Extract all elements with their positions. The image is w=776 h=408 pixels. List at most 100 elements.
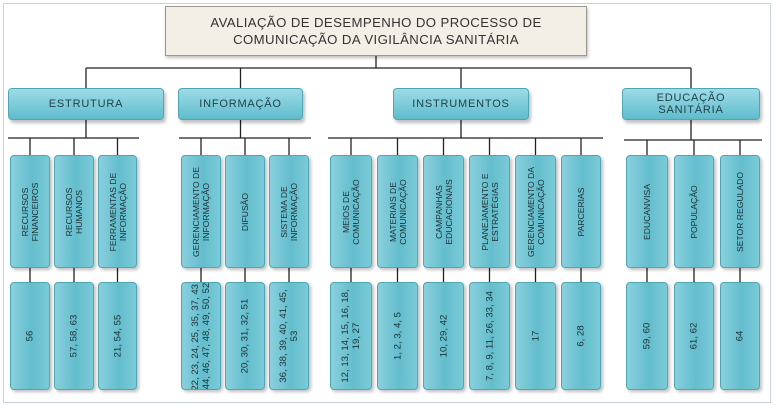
reference-numbers-line: 53 bbox=[289, 330, 300, 342]
subcategory-label-line: FERRAMENTAS DE bbox=[107, 172, 118, 251]
reference-numbers-line: 17 bbox=[530, 330, 541, 342]
category-label: INSTRUMENTOS bbox=[412, 98, 509, 110]
reference-numbers: 56 bbox=[25, 331, 36, 342]
subcategory-label-line: INFORMAÇÃO bbox=[201, 182, 211, 241]
subcategory-box: DIFUSÃO bbox=[225, 155, 265, 268]
reference-box: 56 bbox=[10, 282, 50, 390]
category-label: ESTRUTURA bbox=[49, 98, 123, 110]
category-informao: INFORMAÇÃO bbox=[178, 88, 303, 120]
diagram-title: AVALIAÇÃO DE DESEMPENHO DO PROCESSO DE C… bbox=[165, 6, 587, 56]
subcategory-label: EDUCANVISA bbox=[642, 184, 652, 240]
reference-numbers-line: 64 bbox=[734, 330, 746, 342]
category-label-line: INFORMAÇÃO bbox=[199, 98, 282, 110]
subcategory-label-line: COMUNICAÇÃO bbox=[351, 178, 361, 245]
subcategory-label-line: CAMPANHAS bbox=[433, 184, 444, 239]
subcategory-label-line: RECURSOS bbox=[64, 187, 74, 236]
reference-numbers-line: 6, 28 bbox=[575, 325, 587, 347]
subcategory-label-line: SISTEMA DE bbox=[279, 185, 289, 238]
reference-numbers: 57, 58, 63 bbox=[69, 315, 80, 358]
title-line-2: COMUNICAÇÃO DA VIGILÂNCIA SANITÁRIA bbox=[233, 32, 519, 47]
subcategory-label-line: EDUCACIONAIS bbox=[443, 178, 454, 245]
reference-box: 10, 29, 42 bbox=[423, 282, 464, 390]
reference-numbers-line: 22, 23, 24, 25, 35, 37, 43, bbox=[190, 282, 201, 390]
reference-box: 36, 38, 39, 40, 41, 45,53 bbox=[269, 282, 309, 390]
reference-numbers: 64 bbox=[735, 331, 746, 342]
subcategory-label-line: COMUNICAÇÃO bbox=[535, 178, 546, 245]
subcategory-label-line: INFORMAÇÃO bbox=[117, 182, 128, 241]
subcategory-label: DIFUSÃO bbox=[240, 192, 250, 230]
subcategory-label-line: COMUNICAÇÃO bbox=[397, 178, 408, 245]
subcategory-label-line: FINANCEIROS bbox=[30, 182, 40, 241]
subcategory-label-line: HUMANOS bbox=[74, 189, 84, 234]
reference-box: 1, 2, 3, 4, 5 bbox=[377, 282, 418, 390]
subcategory-label-line: POPULAÇÃO bbox=[689, 184, 699, 239]
subcategory-label-line: DIFUSÃO bbox=[240, 192, 250, 231]
subcategory-label-line: ESTRATÉGIAS bbox=[489, 181, 500, 242]
subcategory-label-line: SETOR REGULADO bbox=[735, 171, 745, 252]
reference-numbers-line: 57, 58, 63 bbox=[68, 314, 80, 358]
reference-numbers: 7, 8, 9, 11, 26, 33, 34 bbox=[484, 291, 495, 381]
category-label-line: SANITÁRIA bbox=[658, 104, 724, 116]
reference-box: 21, 54, 55 bbox=[98, 282, 137, 390]
reference-numbers-line: 12, 13, 14, 15, 16, 18, bbox=[340, 289, 351, 383]
subcategory-label: POPULAÇÃO bbox=[689, 185, 699, 239]
category-estrutura: ESTRUTURA bbox=[8, 88, 164, 120]
subcategory-box: PARCERIAS bbox=[561, 155, 601, 268]
reference-numbers: 10, 29, 42 bbox=[438, 315, 449, 358]
subcategory-label: PARCERIAS bbox=[576, 187, 586, 236]
category-label-line: INSTRUMENTOS bbox=[412, 98, 510, 110]
category-label-line: ESTRUTURA bbox=[48, 98, 124, 110]
subcategory-label-line: INFORMAÇÃO bbox=[289, 182, 299, 241]
reference-box: 59, 60 bbox=[626, 282, 668, 390]
reference-box: 64 bbox=[720, 282, 760, 390]
reference-numbers: 6, 28 bbox=[576, 325, 587, 346]
reference-numbers-line: 20, 30, 31, 32, 51 bbox=[239, 298, 251, 374]
reference-numbers-line: 21, 54, 55 bbox=[112, 314, 123, 358]
reference-box: 57, 58, 63 bbox=[54, 282, 94, 390]
reference-numbers-line: 19, 27 bbox=[351, 322, 362, 350]
title-line-1: AVALIAÇÃO DE DESEMPENHO DO PROCESSO DE bbox=[210, 15, 542, 30]
subcategory-label-line: PARCERIAS bbox=[576, 186, 586, 237]
reference-box: 17 bbox=[515, 282, 556, 390]
reference-numbers: 12, 13, 14, 15, 16, 18,19, 27 bbox=[340, 289, 362, 382]
subcategory-label-line: MATERIAIS DE bbox=[387, 181, 398, 242]
reference-numbers-line: 59, 60 bbox=[641, 322, 653, 350]
category-label-line: EDUCAÇÃO bbox=[656, 92, 726, 104]
reference-numbers: 36, 38, 39, 40, 41, 45,53 bbox=[278, 289, 300, 382]
reference-numbers-line: 36, 38, 39, 40, 41, 45, bbox=[278, 289, 289, 383]
subcategory-box: SETOR REGULADO bbox=[720, 155, 760, 268]
reference-numbers: 17 bbox=[530, 331, 541, 342]
subcategory-label-line: GERENCIAMENTO DA bbox=[525, 166, 536, 257]
reference-numbers: 59, 60 bbox=[642, 323, 653, 350]
reference-numbers: 21, 54, 55 bbox=[112, 315, 123, 358]
reference-numbers-line: 56 bbox=[24, 330, 36, 342]
reference-box: 6, 28 bbox=[561, 282, 601, 390]
reference-numbers: 20, 30, 31, 32, 51 bbox=[240, 299, 251, 374]
reference-numbers-line: 44, 46, 47, 48, 49, 50, 52 bbox=[201, 282, 212, 390]
subcategory-label-line: GERENCIAMENTO DE bbox=[191, 166, 201, 257]
reference-numbers-line: 1, 2, 3, 4, 5 bbox=[392, 311, 403, 361]
reference-box: 7, 8, 9, 11, 26, 33, 34 bbox=[469, 282, 510, 390]
subcategory-box: EDUCANVISA bbox=[626, 155, 668, 268]
reference-numbers: 1, 2, 3, 4, 5 bbox=[392, 312, 403, 360]
category-instrumentos: INSTRUMENTOS bbox=[393, 88, 529, 120]
